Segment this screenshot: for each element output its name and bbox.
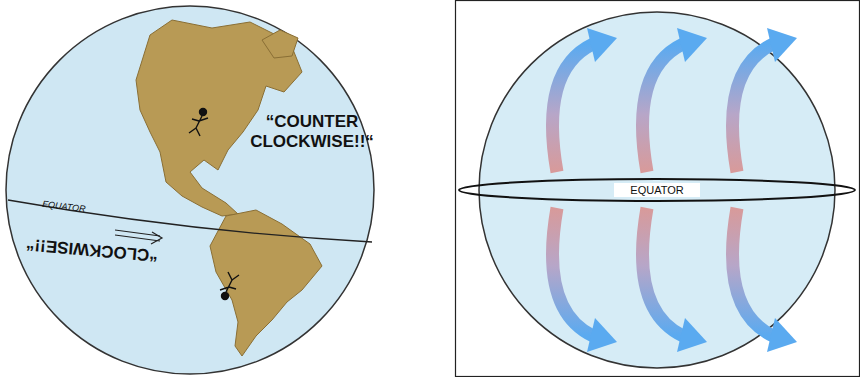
arrow-shaft bbox=[553, 208, 594, 336]
arrow-head bbox=[677, 318, 707, 352]
equator-label: EQUATOR bbox=[614, 183, 700, 198]
equator-ring bbox=[459, 179, 855, 201]
arrow-shaft bbox=[643, 44, 684, 172]
arrow-head bbox=[587, 318, 617, 352]
arrow-head bbox=[767, 28, 797, 62]
globe bbox=[479, 12, 835, 368]
south-america bbox=[210, 210, 322, 356]
arrow-shaft bbox=[733, 208, 774, 336]
greenland bbox=[262, 30, 298, 58]
arrow-shaft bbox=[733, 44, 774, 172]
arrow-head bbox=[677, 28, 707, 62]
arrow-head bbox=[767, 318, 797, 352]
panel-frame bbox=[456, 1, 860, 377]
rotation-note: “COUNTER CLOCKWISE!!“ bbox=[248, 112, 376, 151]
arrow-head bbox=[587, 28, 617, 62]
stick-figure bbox=[220, 272, 239, 300]
arrow-shaft bbox=[643, 208, 684, 336]
globe bbox=[6, 6, 374, 374]
arrow-shaft bbox=[553, 44, 594, 172]
deflection-arrows bbox=[553, 28, 798, 352]
stick-figure bbox=[189, 109, 208, 137]
